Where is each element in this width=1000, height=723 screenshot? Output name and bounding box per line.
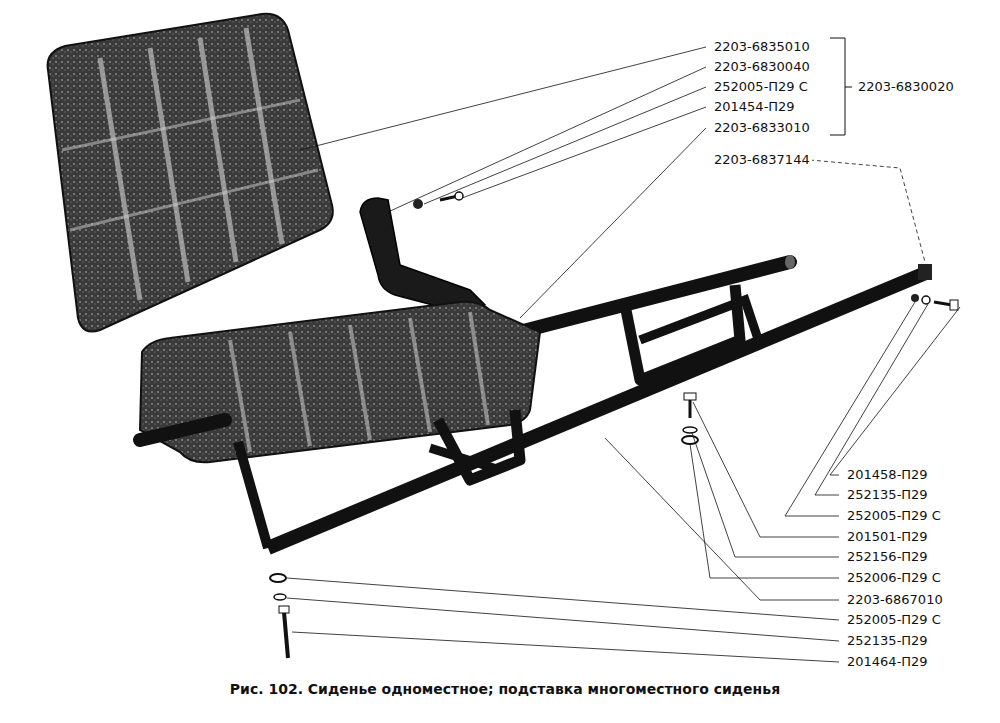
part-number: 252005-П29 С	[845, 612, 943, 628]
seat-back	[48, 14, 333, 332]
nut	[413, 199, 423, 209]
part-number: 252135-П29	[845, 633, 930, 649]
part-number: 201458-П29	[845, 467, 930, 483]
frame-rail	[268, 272, 928, 548]
part-number: 252005-П29 С	[712, 79, 810, 95]
seat-cushion	[140, 302, 540, 463]
part-number: 2203-6837144	[712, 152, 812, 168]
part-number: 201501-П29	[845, 529, 930, 545]
part-number: 252135-П29	[845, 487, 930, 503]
part-number: 252006-П29 С	[845, 570, 943, 586]
part-number: 2203-6833010	[712, 120, 812, 136]
seat-bracket	[360, 198, 485, 315]
frame-support	[625, 285, 740, 380]
figure-caption: Рис. 102. Сиденье одноместное; подставка…	[230, 681, 780, 697]
part-number: 201464-П29	[845, 654, 930, 670]
part-number: 2203-6830040	[712, 59, 812, 75]
part-number: 252156-П29	[845, 549, 930, 565]
part-number: 2203-6830020	[856, 79, 956, 95]
group-bracket	[830, 38, 852, 135]
leader-lines	[287, 47, 960, 662]
part-number: 201454-П29	[712, 99, 797, 115]
part-number: 252005-П29 С	[845, 508, 943, 524]
part-number: 2203-6867010	[845, 592, 945, 608]
part-number: 2203-6835010	[712, 39, 812, 55]
frame-support	[438, 410, 520, 480]
